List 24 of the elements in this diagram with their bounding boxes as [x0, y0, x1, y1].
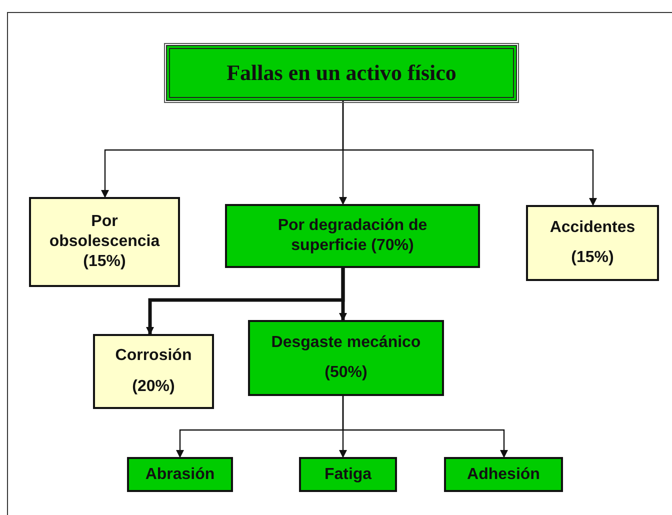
- node-label: Corrosión: [115, 346, 192, 366]
- category-box: [29, 197, 180, 287]
- percentage-label: (20%): [132, 376, 175, 397]
- node-label: Por degradación de superficie (70%): [276, 216, 428, 256]
- node-label: Adhesión: [467, 464, 540, 484]
- category-box: [93, 334, 214, 409]
- node-label: Por obsolescencia (15%): [48, 212, 161, 272]
- category-box: [444, 457, 563, 492]
- category-box: [225, 204, 480, 268]
- title-box: [166, 45, 517, 101]
- category-box: [127, 457, 233, 492]
- node-label: Fallas en un activo físico: [226, 59, 456, 87]
- category-box: [526, 205, 659, 281]
- node-label: Desgaste mecánico: [271, 332, 421, 353]
- percentage-label: (50%): [324, 363, 368, 384]
- connector-arrow: [342, 101, 597, 206]
- category-box: [299, 457, 397, 492]
- node-label: Fatiga: [324, 464, 372, 484]
- node-label: Accidentes: [550, 218, 636, 238]
- category-box: [248, 320, 444, 396]
- connector-arrow: [342, 396, 508, 458]
- percentage-label: (15%): [571, 248, 614, 268]
- connector-arrow: [339, 268, 347, 321]
- node-label: Abrasión: [145, 464, 215, 484]
